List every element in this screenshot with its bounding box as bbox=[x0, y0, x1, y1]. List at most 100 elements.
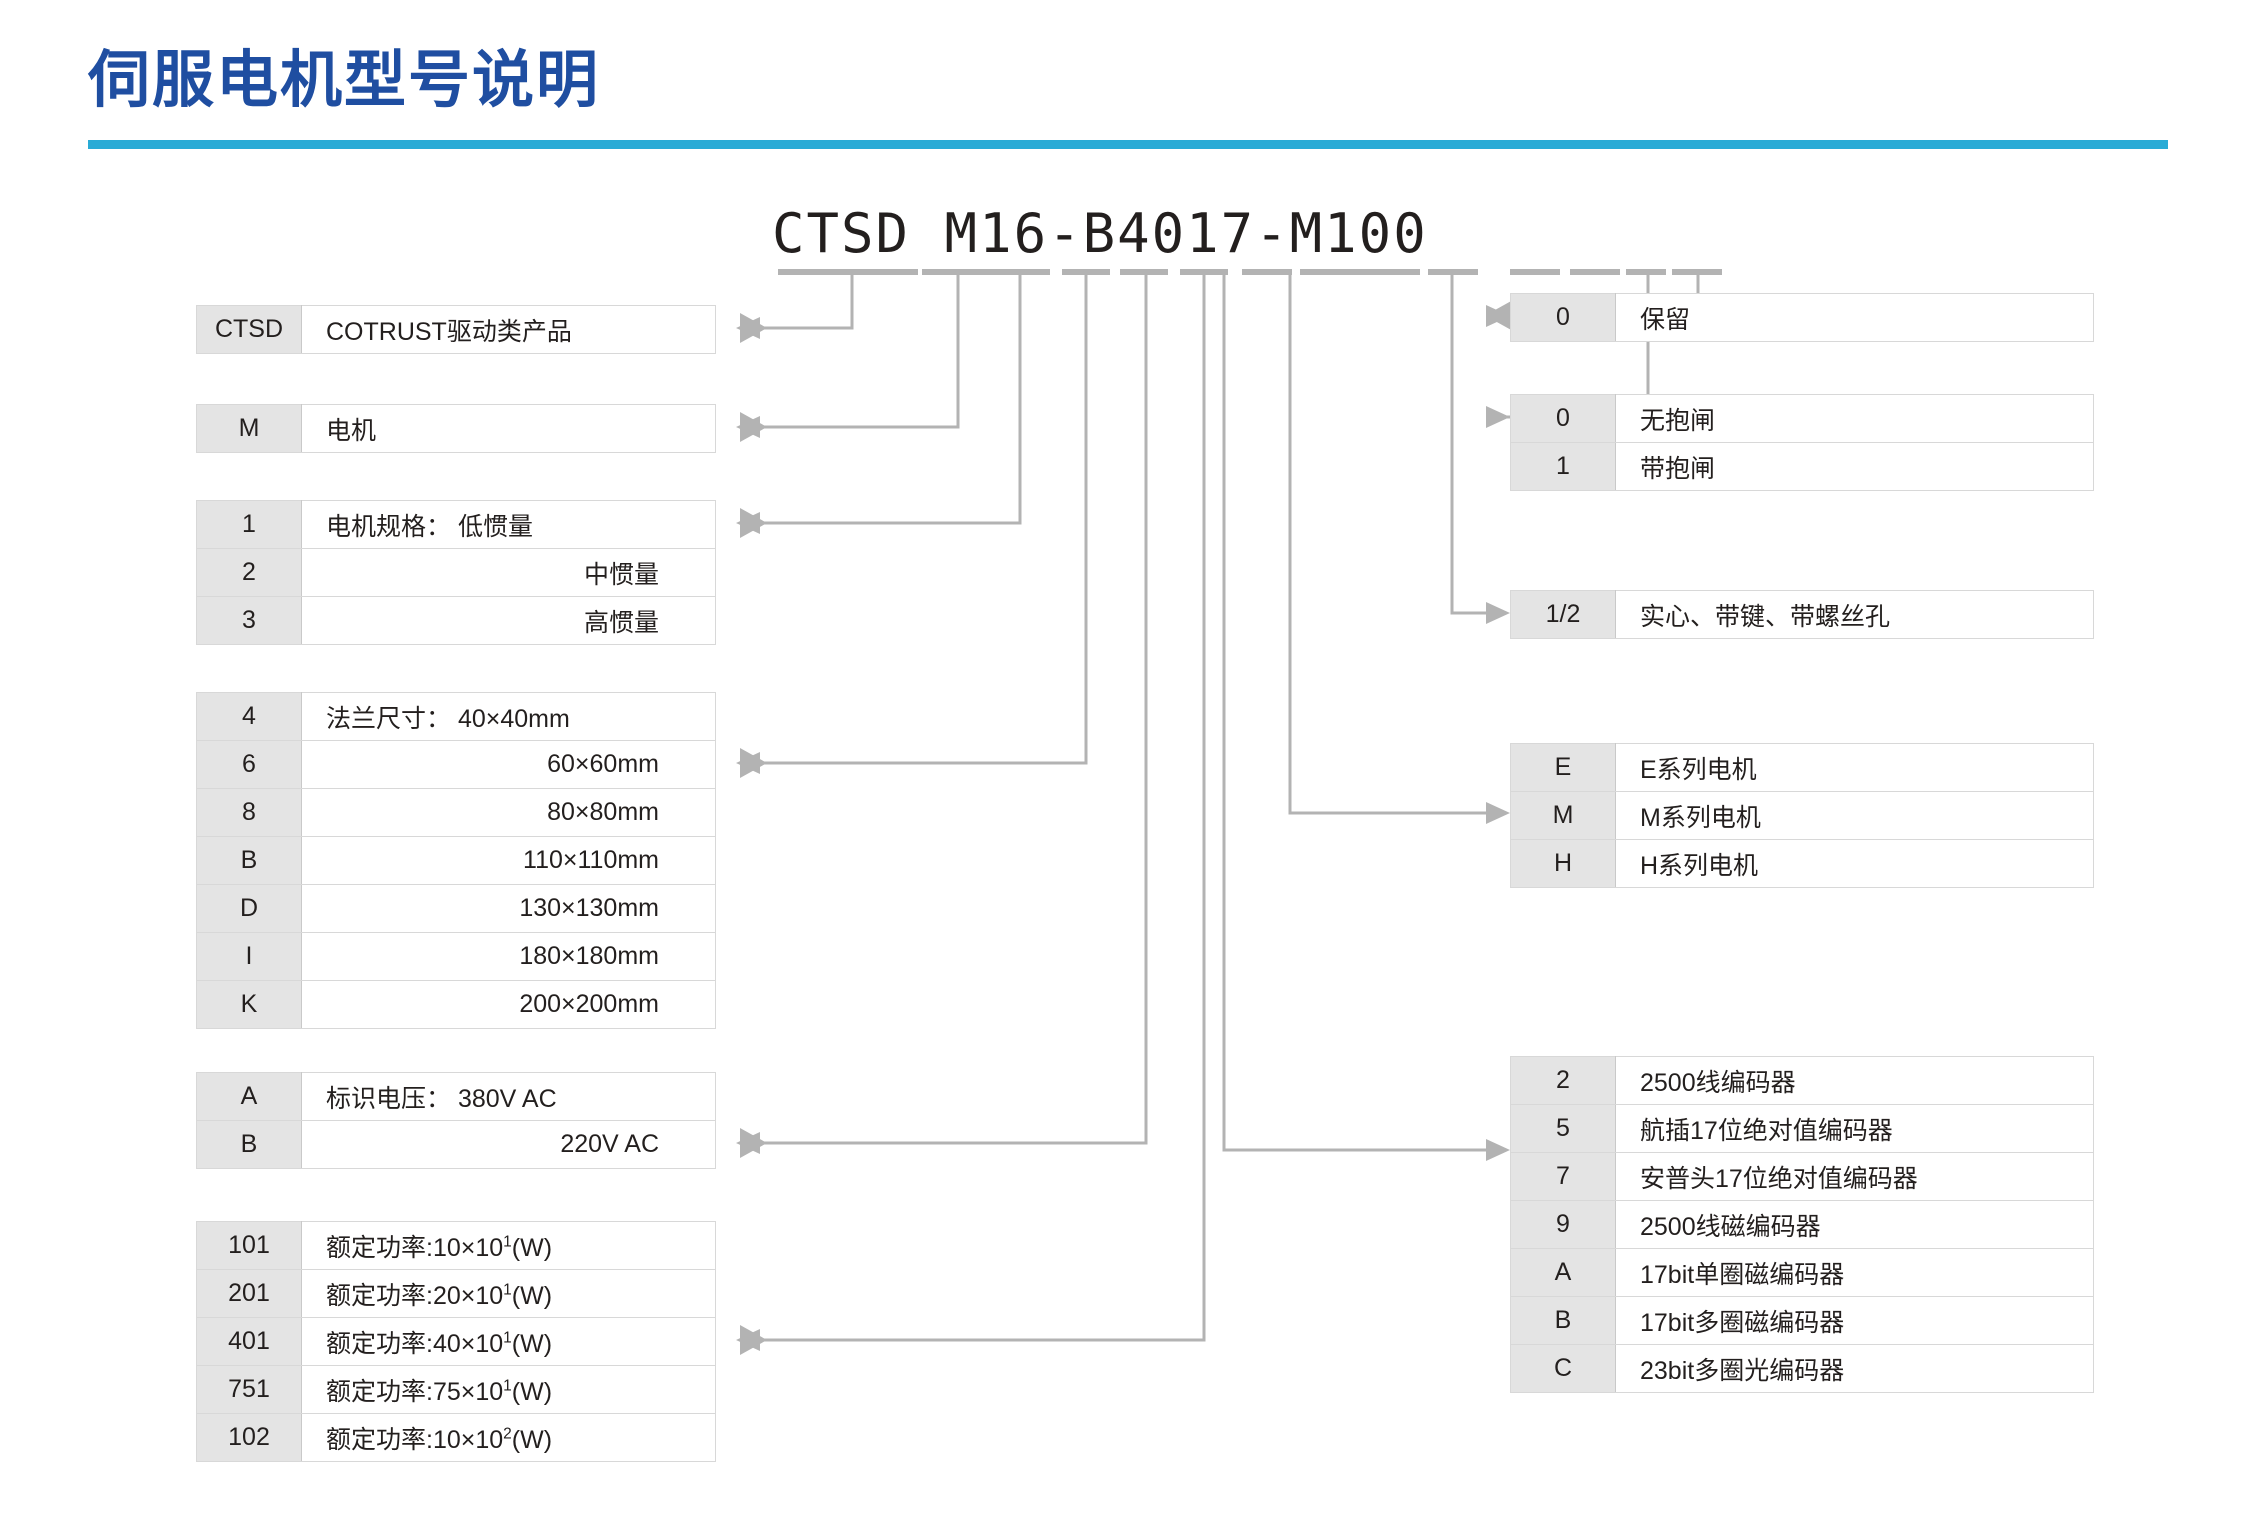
row-description: 高惯量 bbox=[301, 596, 716, 645]
row-description: 额定功率:40×101(W) bbox=[301, 1317, 716, 1366]
row-code: CTSD bbox=[196, 305, 302, 354]
row-description: 60×60mm bbox=[301, 740, 716, 789]
row-description: 航插17位绝对值编码器 bbox=[1615, 1104, 2094, 1153]
row-code: E bbox=[1510, 743, 1616, 792]
row-description: E系列电机 bbox=[1615, 743, 2094, 792]
row-description: 17bit单圈磁编码器 bbox=[1615, 1248, 2094, 1297]
row-code: C bbox=[1510, 1344, 1616, 1393]
row-code: 7 bbox=[1510, 1152, 1616, 1201]
row-code: 5 bbox=[1510, 1104, 1616, 1153]
row-description: 2500线磁编码器 bbox=[1615, 1200, 2094, 1249]
row-code: 8 bbox=[196, 788, 302, 837]
row-code: 751 bbox=[196, 1365, 302, 1414]
row-code: K bbox=[196, 980, 302, 1029]
row-description: 法兰尺寸： 40×40mm bbox=[301, 692, 716, 741]
row-description: 实心、带键、带螺丝孔 bbox=[1615, 590, 2094, 639]
row-code: H bbox=[1510, 839, 1616, 888]
row-code: B bbox=[1510, 1296, 1616, 1345]
row-code: 3 bbox=[196, 596, 302, 645]
row-code: A bbox=[1510, 1248, 1616, 1297]
row-description: H系列电机 bbox=[1615, 839, 2094, 888]
row-code: 2 bbox=[196, 548, 302, 597]
row-description: 130×130mm bbox=[301, 884, 716, 933]
model-code-text: CTSD M16-B4017-M100 bbox=[772, 202, 1428, 265]
row-description: 电机规格： 低惯量 bbox=[301, 500, 716, 549]
row-description: 额定功率:10×102(W) bbox=[301, 1413, 716, 1462]
row-description: 110×110mm bbox=[301, 836, 716, 885]
row-code: B bbox=[196, 836, 302, 885]
row-code: 4 bbox=[196, 692, 302, 741]
row-code: 9 bbox=[1510, 1200, 1616, 1249]
row-code: 6 bbox=[196, 740, 302, 789]
row-description: 17bit多圈磁编码器 bbox=[1615, 1296, 2094, 1345]
row-code: A bbox=[196, 1072, 302, 1121]
row-code: I bbox=[196, 932, 302, 981]
row-code: B bbox=[196, 1120, 302, 1169]
page-title: 伺服电机型号说明 bbox=[88, 46, 601, 115]
row-code: 2 bbox=[1510, 1056, 1616, 1105]
row-code: 0 bbox=[1510, 394, 1616, 443]
row-code: 1/2 bbox=[1510, 590, 1616, 639]
row-description: 电机 bbox=[301, 404, 716, 453]
row-code: 0 bbox=[1510, 293, 1616, 342]
row-description: 带抱闸 bbox=[1615, 442, 2094, 491]
row-code: 1 bbox=[196, 500, 302, 549]
row-description: 中惯量 bbox=[301, 548, 716, 597]
row-description: 2500线编码器 bbox=[1615, 1056, 2094, 1105]
row-code: 102 bbox=[196, 1413, 302, 1462]
row-description: 220V AC bbox=[301, 1120, 716, 1169]
title-accent-rule bbox=[88, 140, 2168, 149]
row-description: 23bit多圈光编码器 bbox=[1615, 1344, 2094, 1393]
row-description: 80×80mm bbox=[301, 788, 716, 837]
row-description: COTRUST驱动类产品 bbox=[301, 305, 716, 354]
row-code: 401 bbox=[196, 1317, 302, 1366]
row-code: 201 bbox=[196, 1269, 302, 1318]
row-description: M系列电机 bbox=[1615, 791, 2094, 840]
row-description: 额定功率:75×101(W) bbox=[301, 1365, 716, 1414]
row-description: 安普头17位绝对值编码器 bbox=[1615, 1152, 2094, 1201]
